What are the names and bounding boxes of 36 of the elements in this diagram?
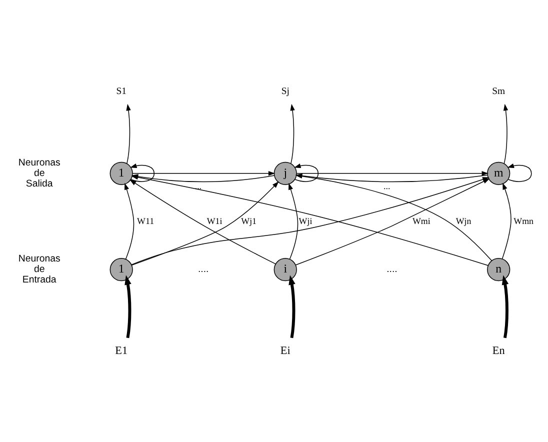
node-circle: i [274, 258, 297, 281]
arrow [503, 103, 508, 164]
label: .... [386, 264, 398, 275]
arrow [288, 274, 296, 338]
arrow [507, 163, 532, 182]
node-text: E1 [115, 344, 128, 357]
arrow [132, 170, 276, 176]
arrow [296, 170, 488, 176]
node-text: Sj [281, 85, 290, 96]
edge-label: Wjn [456, 215, 472, 226]
node-circle: m [487, 161, 510, 184]
node-text: Ei [280, 344, 290, 357]
node-text: En [492, 344, 505, 357]
edge-label: Wj1 [241, 215, 257, 226]
node-circle: j [274, 161, 297, 184]
label: Neuronas de Entrada [18, 253, 60, 286]
arrow [124, 274, 132, 338]
edge-label: Wmn [514, 215, 534, 226]
arrow [288, 182, 298, 259]
arrow [502, 274, 509, 338]
arrow [124, 182, 134, 259]
node-circle: n [487, 258, 510, 281]
node-text: S1 [116, 85, 126, 96]
node-circle: 1 [110, 161, 133, 184]
arrow [126, 103, 131, 164]
node-text: Sm [492, 85, 506, 96]
arrow [290, 103, 295, 164]
arrow [502, 182, 512, 259]
edge-label: Wmi [412, 215, 430, 226]
edge-label: W1i [206, 215, 222, 226]
node-circle: 1 [110, 258, 133, 281]
edge-label: ... [383, 180, 390, 190]
edge-label: W11 [137, 215, 154, 226]
edge-label: Wji [298, 215, 312, 226]
label: Neuronas de Salida [18, 157, 60, 189]
label: .... [198, 264, 209, 275]
